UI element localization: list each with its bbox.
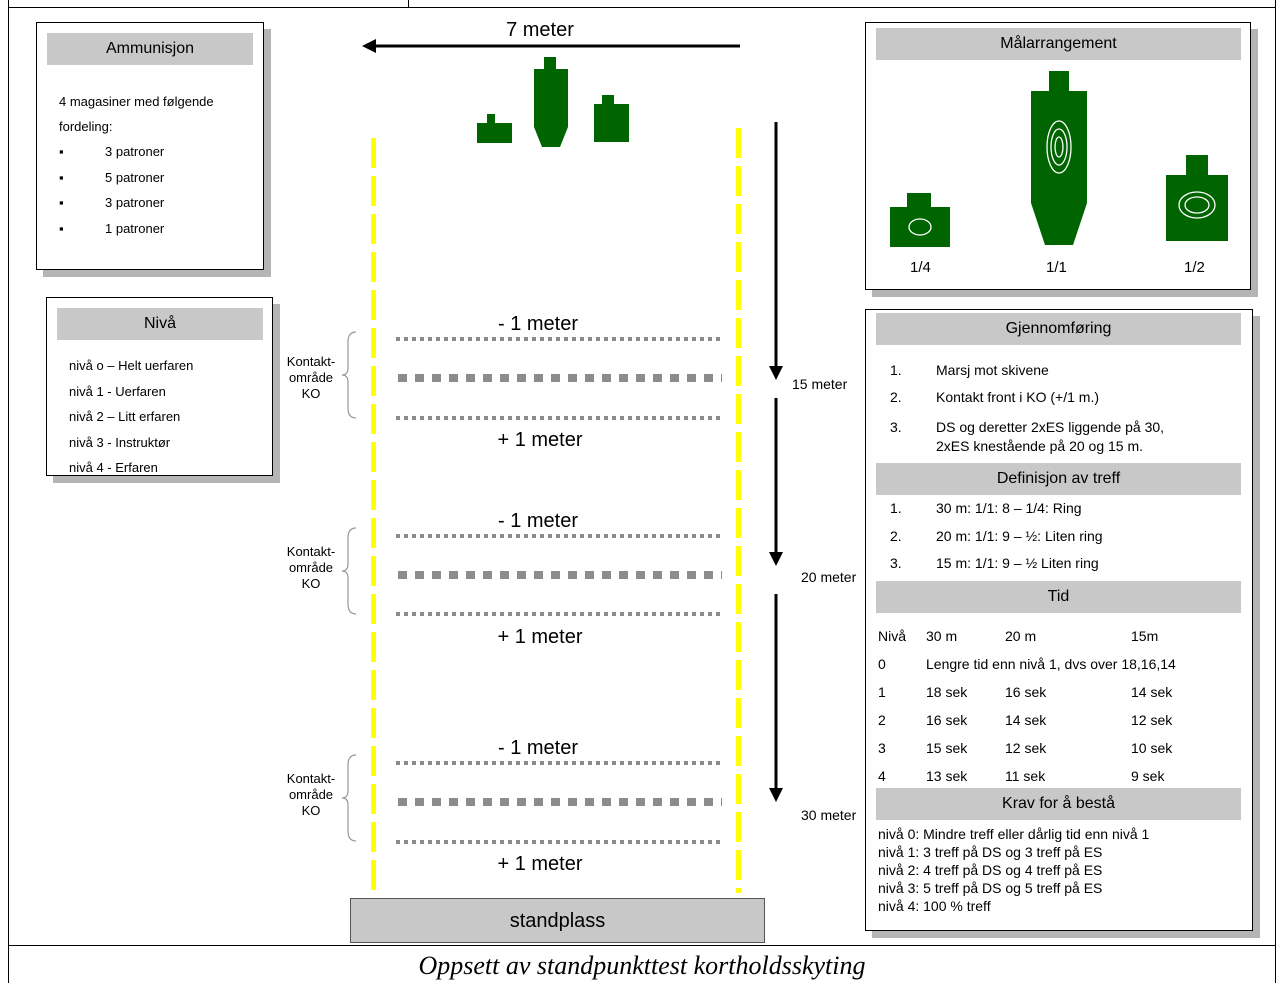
standplass-box: standplass [350, 898, 765, 943]
top-distance-label: 7 meter [506, 19, 574, 41]
frame-top-line [8, 7, 1276, 8]
zone3-front-line [396, 761, 722, 765]
level-title: Nivå [57, 308, 263, 340]
list-item: ▪5 patroner [59, 169, 165, 185]
list-item: nivå 3 - Instruktør [69, 434, 171, 450]
zone3-plus-label: + 1 meter [497, 853, 583, 875]
ammunition-title: Ammunisjon [47, 33, 253, 65]
list-item: ▪3 patroner [59, 195, 165, 210]
frame-right-line [1275, 0, 1276, 983]
list-item: 2.20 m: 1/1: 9 – ½: Liten ring [890, 528, 1103, 544]
execution-panel: Gjennomføring 1.Marsj mot skivene 2.Kont… [865, 309, 1253, 931]
list-item: nivå 1: 3 treff på DS og 3 treff på ES [878, 844, 1103, 860]
list-item: ▪3 patroner [59, 144, 165, 159]
list-item: nivå 2 – Litt erfaren [69, 409, 181, 424]
targets-title: Målarrangement [876, 28, 1241, 60]
zone3-back-line [396, 840, 722, 844]
zone2-back-line [396, 612, 722, 616]
standplass-label: standplass [509, 910, 606, 932]
target-half-label: 1/2 [1184, 259, 1205, 276]
lane-line-left [371, 138, 376, 893]
target-full-label: 1/1 [1046, 259, 1067, 276]
ammunition-intro: 4 magasiner med følgende fordeling: [59, 94, 214, 134]
zone1-plus-label: + 1 meter [497, 429, 583, 451]
zone2-plus-label: + 1 meter [497, 626, 583, 648]
list-item: 2.Kontakt front i KO (+/1 m.) [890, 389, 1100, 405]
targets-panel: Målarrangement 1/4 1/1 1/2 [865, 22, 1251, 290]
frame-left-line [8, 0, 9, 983]
frame-top-divider [408, 0, 409, 8]
figure-caption: Oppsett av standpunkttest kortholdsskyti… [418, 951, 866, 980]
execution-title: Gjennomføring [876, 313, 1241, 345]
definition-title: Definisjon av treff [876, 463, 1241, 495]
left-arrow-icon [362, 39, 740, 53]
zone1-minus-label: - 1 meter [497, 313, 579, 335]
target-full-icon [1031, 71, 1087, 245]
list-item: nivå 3: 5 treff på DS og 5 treff på ES [878, 880, 1103, 896]
target-half-icon [1166, 155, 1228, 241]
zone1-contact-line [398, 374, 722, 382]
zone1-back-line [396, 416, 722, 420]
level-list: nivå o – Helt uerfaren nivå 1 - Uerfaren… [69, 353, 193, 481]
list-item: nivå 0: Mindre treff eller dårlig tid en… [878, 826, 1150, 842]
list-item: ▪1 patroner [59, 220, 165, 236]
list-item: nivå 2: 4 treff på DS og 4 treff på ES [878, 862, 1103, 878]
list-item: nivå 4: 100 % treff [878, 898, 991, 914]
distance-15m-label: 15 meter [792, 376, 848, 392]
pass-list: nivå 0: Mindre treff eller dårlig tid en… [878, 825, 1149, 915]
zone2-contact-line [398, 571, 722, 579]
distance-30m-label: 30 meter [801, 807, 857, 823]
zone1-brace-icon [341, 331, 357, 419]
ammunition-list: ▪3 patroner ▪5 patroner ▪3 patroner ▪1 p… [59, 139, 164, 241]
ammunition-panel: Ammunisjon 4 magasiner med følgende ford… [36, 22, 264, 270]
pass-title: Krav for å bestå [876, 788, 1241, 820]
list-item: 1.30 m: 1/1: 8 – 1/4: Ring [890, 500, 1082, 516]
frame-caption-line [8, 945, 1276, 946]
list-item: 3.DS og deretter 2xES liggende på 30,2xE… [890, 419, 1165, 454]
level-panel: Nivå nivå o – Helt uerfaren nivå 1 - Uer… [46, 297, 273, 476]
target-quarter-icon [890, 193, 950, 247]
range-targets-icon [477, 57, 629, 147]
zone3-brace-icon [341, 754, 357, 842]
list-item: nivå 4 - Erfaren [69, 460, 158, 475]
zone3-minus-label: - 1 meter [497, 737, 579, 759]
list-item: nivå o – Helt uerfaren [69, 358, 194, 373]
down-arrows-icon [769, 122, 783, 802]
zone2-brace-icon [341, 527, 357, 615]
list-item: 1.Marsj mot skivene [890, 362, 1049, 378]
list-item: nivå 1 - Uerfaren [69, 383, 166, 399]
time-title: Tid [876, 581, 1241, 613]
list-item: 3.15 m: 1/1: 9 – ½ Liten ring [890, 555, 1099, 571]
lane-line-right [736, 128, 741, 893]
zone2-front-line [396, 534, 722, 538]
zone2-minus-label: - 1 meter [497, 510, 579, 532]
zone1-front-line [396, 337, 722, 341]
target-quarter-label: 1/4 [910, 259, 931, 276]
distance-20m-label: 20 meter [801, 569, 857, 585]
zone3-contact-line [398, 798, 722, 806]
